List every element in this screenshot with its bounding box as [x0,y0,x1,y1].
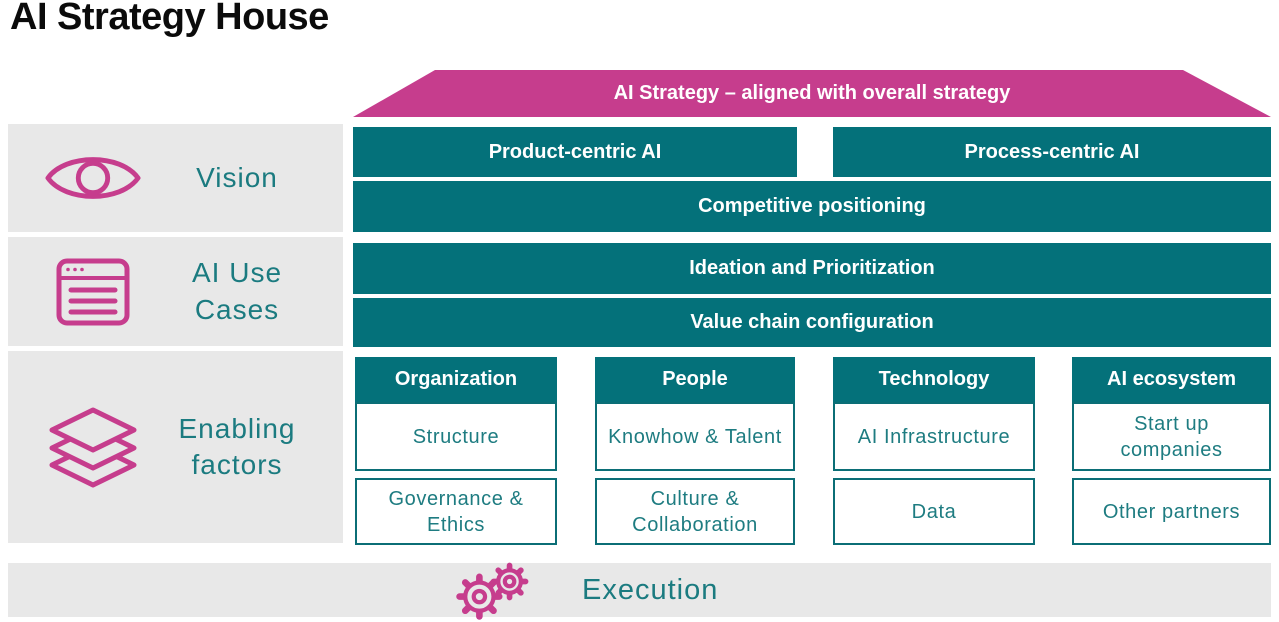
column-technology: Technology AI Infrastructure Data [833,357,1035,545]
sidebar-label-enabling-factors: Enabling factors [178,412,296,480]
column-header-ai-ecosystem: AI ecosystem [1072,357,1271,402]
roof-label: AI Strategy – aligned with overall strat… [613,82,1011,104]
cell-data: Data [833,478,1035,545]
sidebar-label-ai-use-cases: AI Use Cases [191,257,283,325]
layers-icon [8,406,155,488]
bar-competitive-positioning: Competitive positioning [353,181,1271,232]
sidebar-label-vision: Vision [196,161,278,193]
sidebar-item-ai-use-cases: AI Use Cases [8,237,343,346]
column-header-technology: Technology [833,357,1035,402]
bar-process-centric-ai: Process-centric AI [833,127,1271,177]
strategy-house-main: AI Strategy – aligned with overall strat… [353,0,1271,622]
cell-start-up-companies: Start up companies [1072,402,1271,471]
bar-ideation-prioritization: Ideation and Prioritization [353,243,1271,294]
cell-culture-collaboration: Culture & Collaboration [595,478,795,545]
roof-banner: AI Strategy – aligned with overall strat… [353,70,1271,117]
sidebar-item-enabling-factors: Enabling factors [8,351,343,543]
execution-bar: Execution [8,562,1271,620]
column-header-organization: Organization [355,357,557,402]
execution-label: Execution [582,573,719,606]
cell-governance-ethics: Governance & Ethics [355,478,557,545]
sidebar-item-vision: Vision [8,124,343,232]
cell-ai-infrastructure: AI Infrastructure [833,402,1035,471]
cell-knowhow-talent: Knowhow & Talent [595,402,795,471]
eye-icon [8,148,155,208]
page-title: AI Strategy House [10,0,329,38]
gears-icon [448,557,540,622]
bar-product-centric-ai: Product-centric AI [353,127,797,177]
column-people: People Knowhow & Talent Culture & Collab… [595,357,795,545]
column-ai-ecosystem: AI ecosystem Start up companies Other pa… [1072,357,1271,545]
bar-value-chain-configuration: Value chain configuration [353,298,1271,347]
column-organization: Organization Structure Governance & Ethi… [355,357,557,545]
cell-structure: Structure [355,402,557,471]
cell-other-partners: Other partners [1072,478,1271,545]
browser-window-icon [8,258,155,326]
column-header-people: People [595,357,795,402]
